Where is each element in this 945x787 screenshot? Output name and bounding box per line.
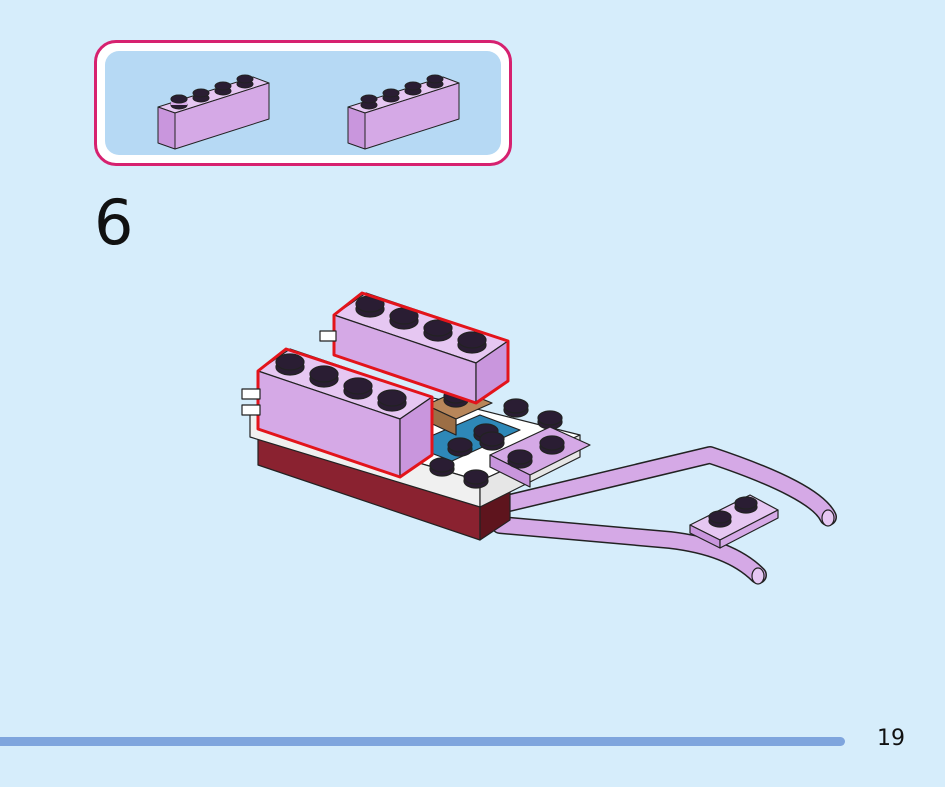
sled-runners — [471, 446, 837, 585]
new-brick-back — [332, 291, 510, 405]
progress-bar — [0, 737, 845, 746]
brick-1x4-part-1 — [157, 74, 270, 150]
model-illustration — [241, 291, 837, 585]
new-brick-front — [256, 347, 434, 479]
step-number: 6 — [94, 186, 134, 259]
lavender-plate-right — [479, 426, 591, 488]
parts-callout — [94, 40, 512, 166]
brick-1x4-part-2 — [347, 74, 460, 150]
page-number: 19 — [877, 726, 905, 751]
left-white-clips — [241, 330, 337, 416]
